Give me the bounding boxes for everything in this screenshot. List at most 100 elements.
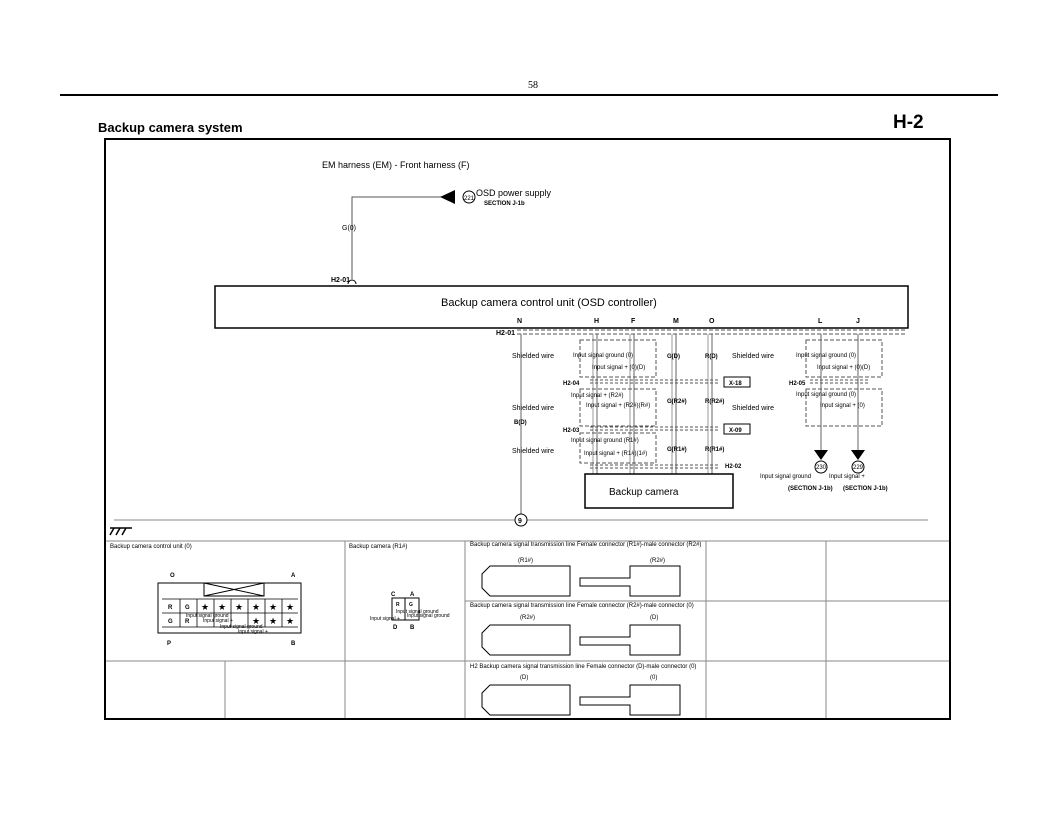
signal-wires [520,334,859,520]
table-c1-title: Backup camera control unit (0) [110,544,192,550]
connector-h2-01-bottom: H2-01 [496,330,515,337]
signal-rg1: Input signal ground (0) [796,353,856,359]
table-r1-left: (R1#) [518,558,533,564]
connector-h2-01-lines [517,329,905,335]
table-r3-title: H2 Backup camera signal transmission lin… [470,664,696,670]
power-label: OSD power supply [476,188,552,198]
wire-rr1: R(R1#) [705,447,724,453]
connector-separators [590,379,870,469]
diagram-frame [104,138,951,720]
c2-sig3: Input signal ground [407,613,450,619]
signal-g1: Input signal ground (0) [573,353,633,359]
female-connector-icon [481,684,571,716]
c2-pin-c: C [391,592,396,598]
c1-connector-latch [203,582,265,597]
c1-sig1: Input signal ground [186,613,229,619]
ref-label-229: Input signal + [829,474,865,480]
ground-icon [109,527,132,536]
wire-rr2: R(R2#) [705,399,724,405]
ref-code-229: 229 [853,465,864,471]
shielded-wire-label-3: Shielded wire [512,448,554,455]
c2-sig2: Input signal ground [396,609,439,615]
table-c1-pin-b: B [291,641,296,647]
wire-bd: B(D) [514,420,527,426]
power-arrow-icon [440,190,455,204]
c2-pin-d: D [393,625,398,631]
female-connector-icon [481,565,571,597]
male-connector-icon [579,684,681,716]
signal-rp1: Input signal + (0)(D) [817,365,870,371]
connector-h2-03: H2-03 [563,428,580,434]
signal-rg2: Input signal ground (0) [796,392,856,398]
c1-latch-cross [203,582,265,597]
svg-text:★: ★ [269,616,277,626]
ref-code-230: 230 [816,465,827,471]
connector-mark [347,279,357,285]
c1-star-pins: ★★★★★★ ★★★ [201,602,294,626]
ref-label-230: Input signal ground [760,474,811,480]
male-connector-icon [579,624,681,656]
table-c1-pin-a: A [291,573,296,579]
wire-top-label: G(0) [342,225,356,232]
svg-text:★: ★ [286,616,294,626]
connector-h2-04: H2-04 [563,381,580,387]
c2-pin-b: B [410,625,415,631]
page-number: 58 [528,80,538,91]
control-unit-label: Backup camera control unit (OSD controll… [441,297,657,309]
c2-cell-r: R [396,602,400,608]
table-c1-pin-o: O [170,573,175,579]
pin-o: O [709,318,715,325]
header-rule [60,94,998,96]
c1-sig4: Input signal + [238,629,268,635]
signal-rp2: Input signal + (0) [820,403,865,409]
shield-boxes [579,339,883,464]
c1-cell-g2: G [168,619,173,625]
c2-sig1: Input signal + [370,616,400,622]
wire-gr2: G(R2#) [667,399,687,405]
signal-p3: Input signal + (R2#)(R#) [586,403,650,409]
connector-x18: X-18 [729,381,742,387]
svg-text:★: ★ [201,602,209,612]
signal-g2: Input signal ground (R1#) [571,438,639,444]
power-wire [351,196,455,279]
ref-section-229: (SECTION J-1b) [843,486,888,492]
table-r1-title: Backup camera signal transmission line F… [470,542,701,548]
c1-pin-grid [162,598,298,628]
ground-node-label: 9 [518,518,522,525]
table-r2-title: Backup camera signal transmission line F… [470,603,694,609]
page-title: Backup camera system [98,120,243,135]
connector-h2-05: H2-05 [789,381,806,387]
shielded-wire-label-2: Shielded wire [512,405,554,412]
svg-text:★: ★ [252,602,260,612]
table-r3-left: (D) [520,675,528,681]
table-r3-right: (0) [650,675,657,681]
ref-section-230: (SECTION J-1b) [788,486,833,492]
ground-arrow-icon [814,450,828,460]
pin-j: J [856,318,860,325]
c1-cell-g: G [185,605,190,611]
control-unit-box [214,285,909,329]
ground-arrow-icon [851,450,865,460]
section-code: H-2 [893,112,924,133]
signal-p2: Input signal + (R2#) [571,393,624,399]
pin-m: M [673,318,679,325]
power-ref-circle [462,190,476,204]
male-connector-icon [579,565,681,597]
svg-text:★: ★ [218,602,226,612]
power-section: SECTION J-1b [484,201,525,207]
wire-gd: G(D) [667,354,680,360]
connector-h2-02: H2-02 [725,464,742,470]
table-r1-right: (R2#) [650,558,665,564]
connector-h2-01-top: H2-01 [331,277,350,284]
c1-cell-r: R [168,605,173,611]
table-c2-title: Backup camera (R1#) [349,544,407,550]
svg-text:★: ★ [235,602,243,612]
shielded-wire-label-4: Shielded wire [732,353,774,360]
connector-table-grid [106,540,949,718]
c2-pin-a: A [410,592,415,598]
signal-p4: Input signal + (R1#)(1#) [584,451,647,457]
table-r2-left: (R2#) [520,615,535,621]
svg-text:★: ★ [269,602,277,612]
connector-x09-box [723,423,751,435]
